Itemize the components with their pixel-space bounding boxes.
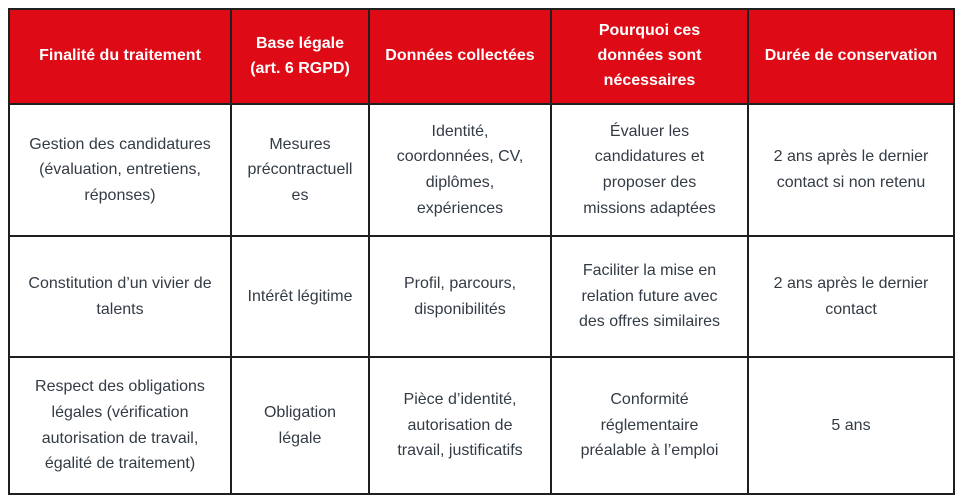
cell-justification: Conformité réglementaire préalable à l’e… bbox=[550, 356, 749, 495]
column-header-base-legale: Base légale (art. 6 RGPD) bbox=[230, 8, 370, 105]
rgpd-processing-table: Finalité du traitement Base légale (art.… bbox=[8, 8, 955, 495]
cell-duree: 2 ans après le dernier contact bbox=[747, 235, 955, 358]
cell-base-legale: Mesures précontractuelles bbox=[230, 103, 370, 237]
cell-duree: 2 ans après le dernier contact si non re… bbox=[747, 103, 955, 237]
header-row: Finalité du traitement Base légale (art.… bbox=[8, 8, 955, 105]
cell-finalite: Gestion des candidatures (évaluation, en… bbox=[8, 103, 232, 237]
table-row-gestion-candidatures: Gestion des candidatures (évaluation, en… bbox=[8, 103, 955, 237]
cell-base-legale: Obligation légale bbox=[230, 356, 370, 495]
cell-donnees: Pièce d’identité, autorisation de travai… bbox=[368, 356, 552, 495]
column-header-donnees-collectees: Données collectées bbox=[368, 8, 552, 105]
cell-justification: Faciliter la mise en relation future ave… bbox=[550, 235, 749, 358]
cell-donnees: Identité, coordonnées, CV, diplômes, exp… bbox=[368, 103, 552, 237]
table-row-obligations-legales: Respect des obligations légales (vérific… bbox=[8, 356, 955, 495]
cell-justification: Évaluer les candidatures et proposer des… bbox=[550, 103, 749, 237]
cell-finalite: Constitution d’un vivier de talents bbox=[8, 235, 232, 358]
cell-finalite: Respect des obligations légales (vérific… bbox=[8, 356, 232, 495]
cell-base-legale: Intérêt légitime bbox=[230, 235, 370, 358]
cell-donnees: Profil, parcours, disponibilités bbox=[368, 235, 552, 358]
column-header-duree-conservation: Durée de conservation bbox=[747, 8, 955, 105]
cell-duree: 5 ans bbox=[747, 356, 955, 495]
column-header-finalite-traitement: Finalité du traitement bbox=[8, 8, 232, 105]
table-row-vivier-talents: Constitution d’un vivier de talents Inté… bbox=[8, 235, 955, 358]
column-header-pourquoi-necessaires: Pourquoi ces données sont nécessaires bbox=[550, 8, 749, 105]
